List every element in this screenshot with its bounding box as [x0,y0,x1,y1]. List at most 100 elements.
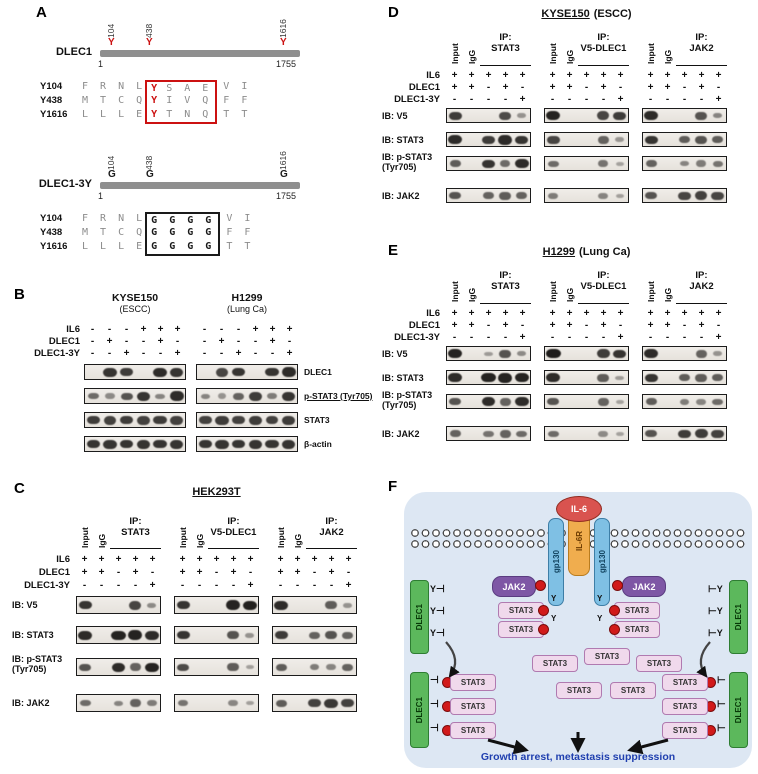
condition-sign: - [295,580,300,591]
condition-sign: + [247,580,254,591]
ib-label: IB: JAK2 [382,429,420,439]
protein-band [86,416,100,424]
blot-lane [513,189,530,202]
protein-band [695,111,708,120]
blot-lane [578,109,595,122]
condition-sign: + [664,308,671,319]
condition-sign: + [294,554,301,565]
protein-band [245,701,254,705]
condition-signs: +++++ [272,554,357,565]
condition-label: DLEC1 [38,567,70,578]
blot-lane [290,659,307,675]
condition-sign: + [583,308,590,319]
blot-lane [643,189,660,202]
condition-signs: +++++ [446,70,531,81]
lane-label-igg: IgG [663,49,673,64]
condition-sign: - [248,567,253,578]
blot-lane [611,133,628,146]
blot-v5 [174,596,259,614]
condition-label: IL6 [66,324,80,335]
stat3-free: STAT3 [636,655,682,672]
blot-lane [168,413,185,427]
protein-band [265,440,279,448]
protein-end: 1755 [276,191,297,201]
protein-band [265,416,279,424]
condition-sign: + [617,332,624,343]
blot-lane [77,627,94,643]
protein-band [176,601,191,609]
ib-label: IB: V5 [12,600,38,610]
blot-lane [464,395,481,408]
protein-band [153,367,167,377]
blot-lane [562,395,579,408]
blot-lane [152,413,169,427]
jak2-kinase: JAK2 [622,576,666,597]
condition-sign: + [328,567,335,578]
dlec1-tyrosine-mark: Y⊣ [430,606,445,617]
blot-lane [447,157,464,170]
blot-lane [102,389,119,403]
glycine-mark: G [280,169,288,180]
protein-band [120,416,134,424]
protein-band [483,430,494,437]
condition-sign: + [451,320,458,331]
ib-label: IB: p-STAT3 [12,654,63,664]
tyrosine-residue: Y [551,614,557,623]
seq-mid: I V Q [166,95,212,106]
condition-sign: - [567,332,572,343]
condition-label: DLEC1-3Y [394,94,440,105]
phospho-dot [612,580,623,591]
condition-sign: - [682,320,687,331]
protein-band [695,349,707,358]
protein-band [449,192,462,199]
condition-signs: +++++ [642,308,727,319]
protein-band [546,135,560,144]
blot-lane [102,437,119,451]
condition-sign: + [132,567,139,578]
blot-lane [94,659,111,675]
blot-lane [94,597,111,613]
protein-band [111,630,126,640]
stat3-sequestered: STAT3 [450,674,496,691]
protein-band [281,439,296,449]
blot-lane [464,133,481,146]
blot-lane [168,389,185,403]
protein-band [153,440,167,448]
blot-jak2 [174,694,259,712]
dlec1-tyrosine-mark: Y⊣ [430,584,445,595]
condition-sign: + [269,336,276,347]
blot-lane [513,133,530,146]
blot-lane [168,365,185,379]
protein-band [78,630,93,640]
stat3-sequestered: STAT3 [662,674,708,691]
blot-lane [578,395,595,408]
condition-sign: - [141,336,146,347]
tyrosine-mark: Y [280,37,287,48]
stat3-sequestered: STAT3 [662,722,708,739]
condition-sign: - [202,324,207,335]
ip-header: IP:V5-DLEC1 [580,270,627,292]
condition-sign: - [520,320,525,331]
condition-sign: + [698,320,705,331]
blot-lane [241,627,258,643]
blot-lane [643,133,660,146]
seq-post: F F [226,227,254,238]
blot-lane [273,627,290,643]
protein-band [342,631,354,639]
panel-f-model: gp130 gp130 IL-6R IL-6 JAK2 JAK2 Y Y Y Y… [404,492,752,768]
blot-v5 [544,108,629,123]
protein-band [644,349,659,358]
blot-lane [110,659,127,675]
blot-jak2 [544,188,629,203]
blot-lane [77,695,94,711]
condition-sign: + [715,70,722,81]
blot-lane [230,413,247,427]
dlec1-tyrosine-mark: ⊢Y [708,628,723,639]
sequestration-tack: ⊣ [430,675,439,686]
condition-signs: +++++ [174,554,259,565]
protein-band [248,415,262,425]
blot-lane [225,597,242,613]
protein-band [481,135,496,144]
protein-band [499,349,512,358]
